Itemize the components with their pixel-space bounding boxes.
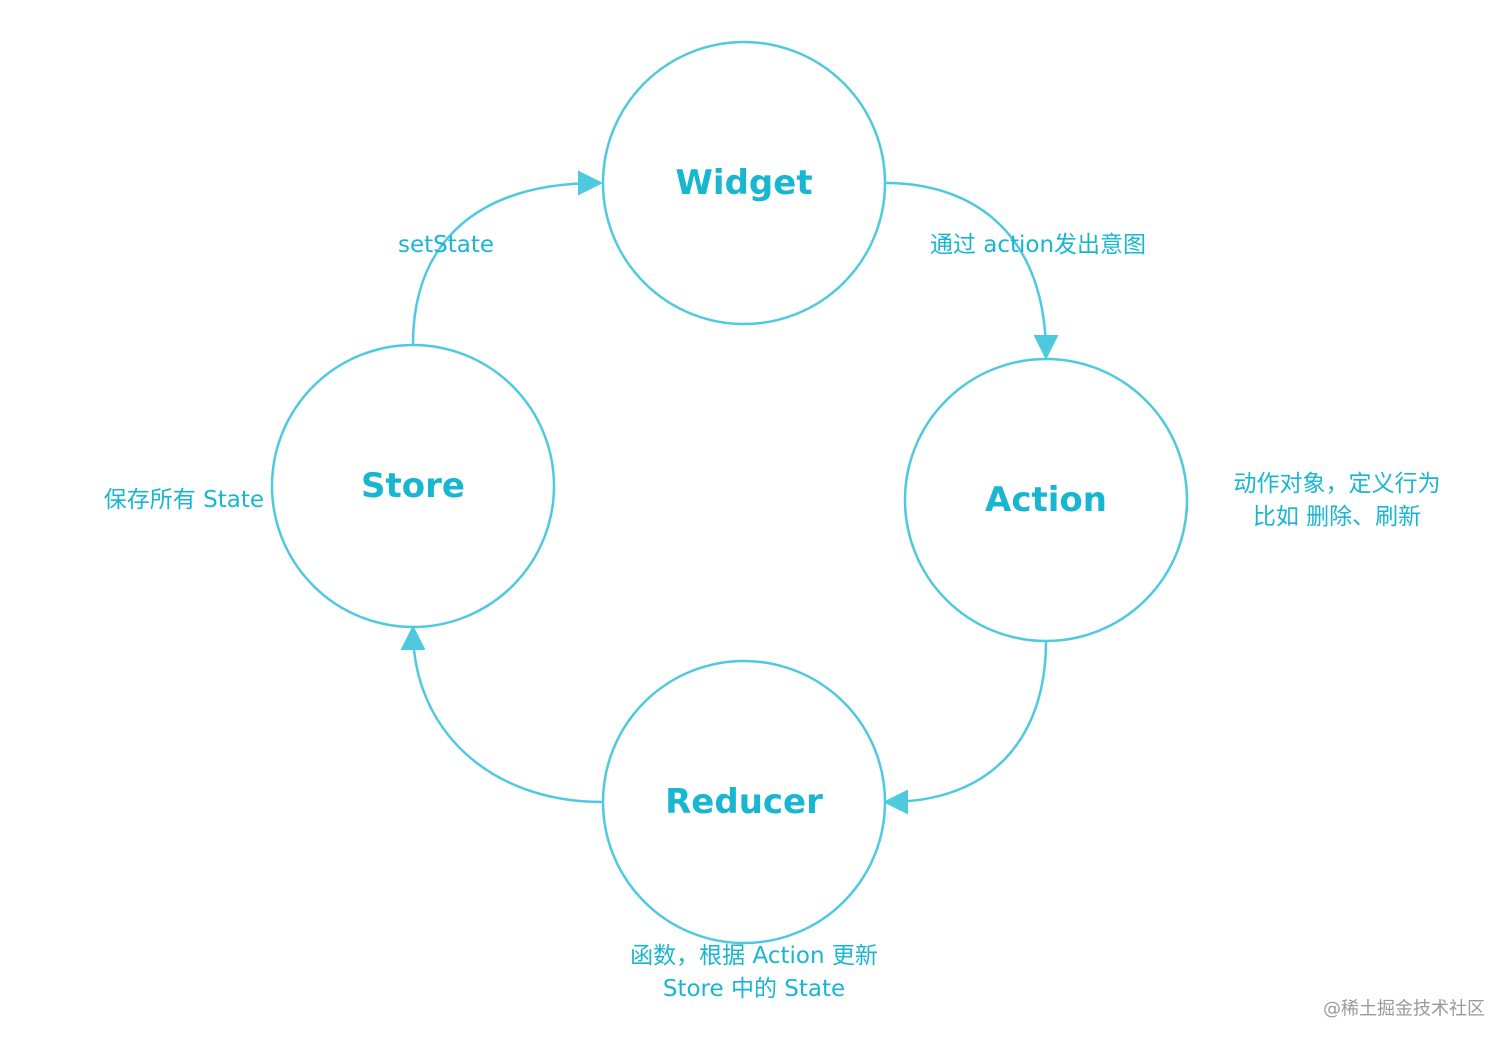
edge-label-widget-to-action: 通过 action发出意图 [930,232,1146,258]
node-widget: Widget [601,40,887,326]
edge-store-to-widget [411,170,603,345]
edge-widget-to-action [884,181,1059,360]
note-action-line-1: 动作对象，定义行为 [1234,471,1441,497]
edge-action-to-reducer [883,640,1048,815]
node-reducer-label: Reducer [665,782,823,822]
note-reducer-line-1: 函数，根据 Action 更新 [630,943,878,969]
node-reducer: Reducer [601,659,887,945]
note-reducer-line-2: Store 中的 State [663,976,845,1002]
note-store-line-1: 保存所有 State [104,487,264,513]
node-widget-label: Widget [675,163,812,203]
node-store: Store [270,343,556,629]
node-action-label: Action [985,480,1107,520]
edge-reducer-to-store [400,625,603,804]
note-action-line-2: 比如 删除、刷新 [1253,504,1421,530]
watermark: @稀土掘金技术社区 [1323,999,1485,1020]
node-store-label: Store [361,466,465,506]
node-action: Action [903,357,1189,643]
edge-label-store-to-widget: setState [398,232,494,258]
